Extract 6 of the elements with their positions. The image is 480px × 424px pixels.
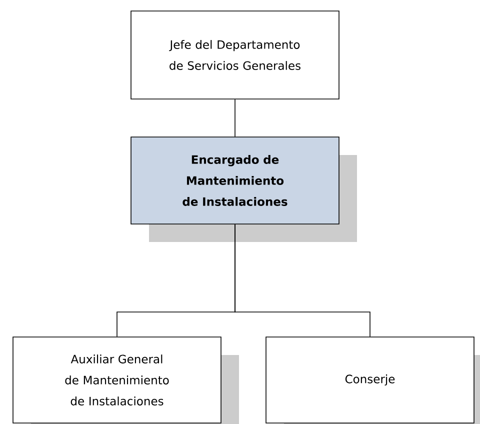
position-box: Auxiliar General de Mantenimiento de Instalaciones (12, 336, 222, 424)
position-box: Encargado de Mantenimiento de Instalaciones (130, 136, 340, 224)
connector-line (234, 224, 370, 337)
position-box: Jefe del Departamento de Servicios Generales (130, 10, 340, 100)
connector-line (234, 99, 236, 137)
position-box: Conserje (266, 336, 474, 424)
